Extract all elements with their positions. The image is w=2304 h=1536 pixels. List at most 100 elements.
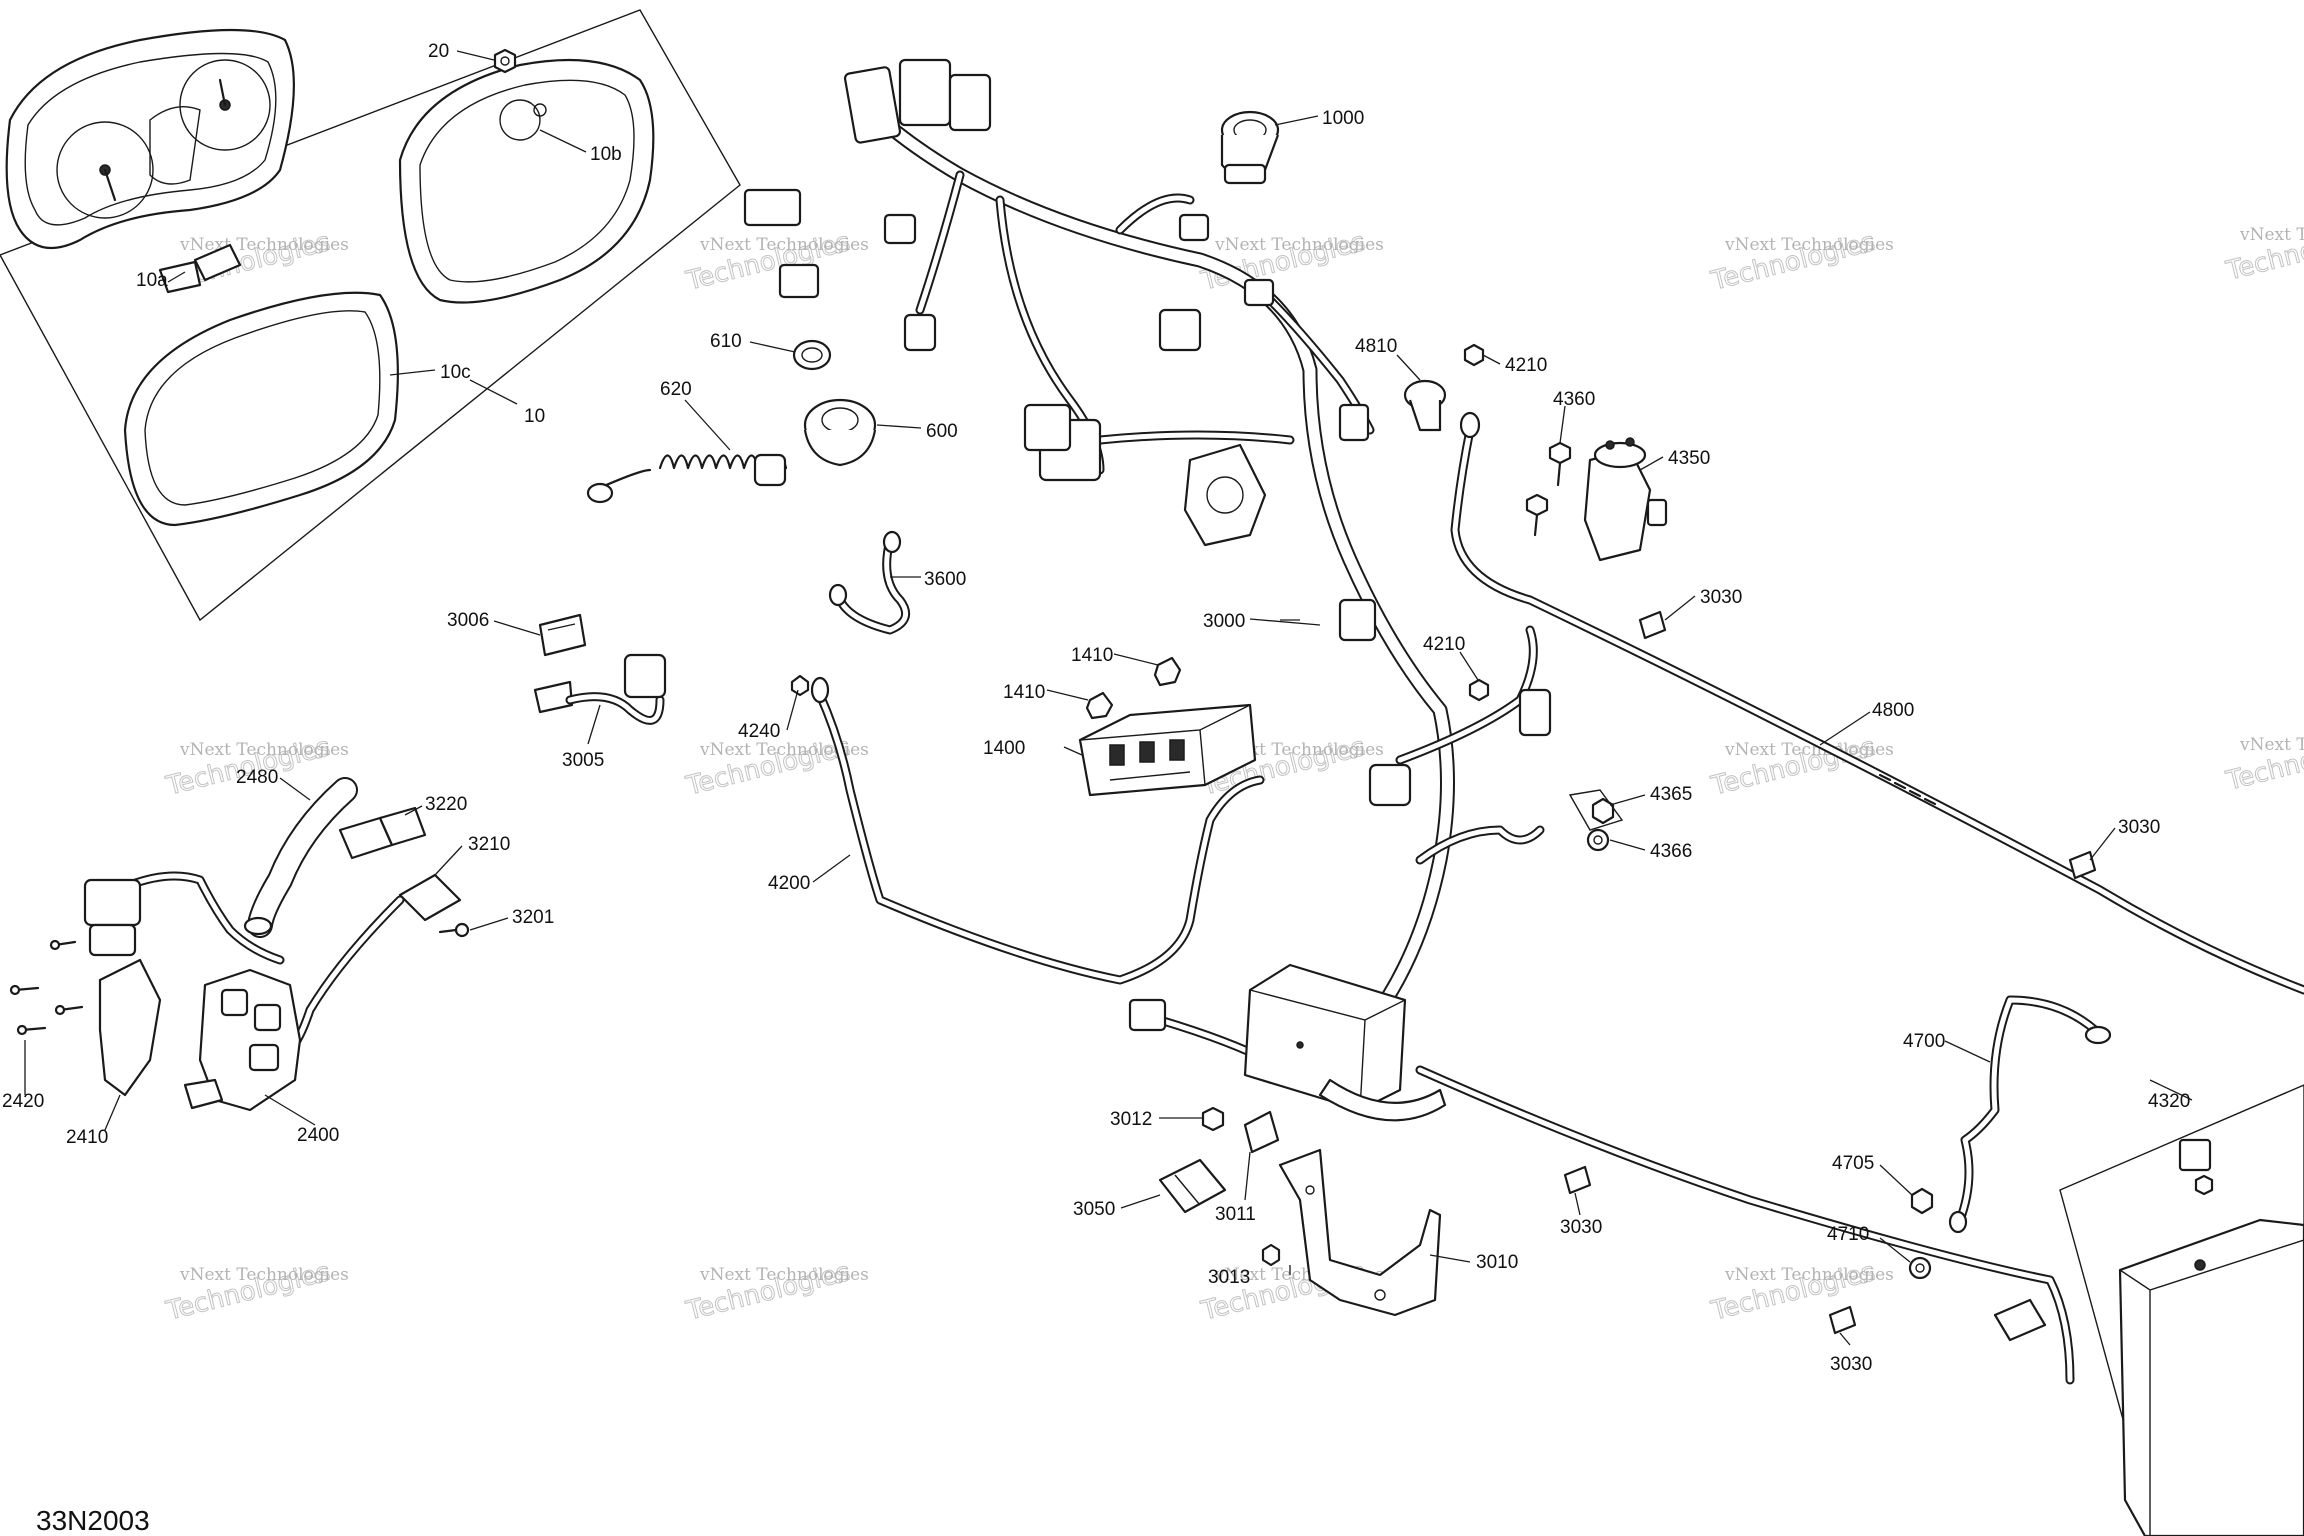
watermark-text: vNext Technologies bbox=[2239, 735, 2304, 755]
lanyard-part bbox=[586, 453, 788, 504]
screw-part bbox=[16, 1024, 47, 1036]
callout-label: 10 bbox=[524, 406, 545, 427]
battery-cable-part bbox=[1450, 411, 2304, 995]
harness-connector bbox=[1023, 403, 1072, 452]
callout-label: 3030 bbox=[1700, 587, 1742, 608]
screw-part bbox=[438, 922, 470, 938]
gauge-group-frame bbox=[0, 9, 741, 622]
harness-connector bbox=[898, 58, 952, 127]
bolt-part bbox=[1548, 441, 1572, 487]
gauge-cluster-group bbox=[0, 9, 741, 622]
main-harness-part bbox=[743, 58, 2075, 1385]
positive-cable-part bbox=[790, 674, 1265, 985]
callout-label: 3006 bbox=[447, 610, 489, 631]
watermark-text: vNext Technologies bbox=[1214, 235, 1384, 255]
watermark-text: vNext Technologies bbox=[699, 235, 869, 255]
lens-part bbox=[123, 291, 399, 527]
bezel-part bbox=[398, 58, 655, 304]
cable-clip-part bbox=[1563, 1165, 1592, 1195]
connector-part bbox=[1993, 1298, 2047, 1342]
callout-label: 4360 bbox=[1553, 389, 1595, 410]
ignition-switch-part bbox=[803, 398, 877, 467]
watermark-text: vNext Technologies bbox=[179, 1265, 349, 1285]
callout-label: 600 bbox=[926, 421, 958, 442]
callout-label: 610 bbox=[710, 331, 742, 352]
ecm-module-part bbox=[1078, 703, 1257, 797]
watermark-text: vNext Technologies bbox=[699, 740, 869, 760]
callout-label: 3600 bbox=[924, 569, 966, 590]
callout-label: 4240 bbox=[738, 721, 780, 742]
gauge-cluster-part bbox=[5, 28, 295, 250]
connector-part bbox=[285, 873, 462, 1055]
harness-connector bbox=[743, 188, 802, 227]
power-outlet-part bbox=[1220, 110, 1280, 185]
cable-clip-part bbox=[2068, 850, 2097, 880]
screw-part bbox=[49, 939, 77, 951]
callout-label: 1400 bbox=[983, 738, 1025, 759]
callout-label: 2420 bbox=[2, 1091, 44, 1112]
callout-label: 4366 bbox=[1650, 841, 1692, 862]
switch-harness-part bbox=[533, 653, 667, 725]
callout-label: 1410 bbox=[1071, 645, 1113, 666]
bulb-socket-part bbox=[158, 243, 242, 294]
callout-label: 3012 bbox=[1110, 1109, 1152, 1130]
cable-clip-part bbox=[1638, 610, 1667, 640]
watermark-text: vNext Technologies bbox=[2239, 225, 2304, 245]
harness-connector bbox=[1128, 998, 1167, 1032]
callout-label: 10c bbox=[440, 362, 471, 383]
callout-label: 3201 bbox=[512, 907, 554, 928]
callout-label: 3013 bbox=[1208, 1267, 1250, 1288]
callout-label: 3030 bbox=[2118, 817, 2160, 838]
star-washer-part bbox=[1908, 1256, 1932, 1280]
ground-cable-part bbox=[828, 530, 911, 635]
callout-label: 1000 bbox=[1322, 108, 1364, 129]
callout-label: 4200 bbox=[768, 873, 810, 894]
screw-part bbox=[9, 984, 40, 996]
callout-label: 3010 bbox=[1476, 1252, 1518, 1273]
watermark-text: vNext Technologies bbox=[179, 740, 349, 760]
screw-part bbox=[54, 1004, 84, 1016]
harness-connector bbox=[1158, 308, 1202, 352]
switch-lower-housing-part bbox=[83, 871, 285, 1097]
terminal-cap-part bbox=[1403, 379, 1447, 432]
harness-connector bbox=[948, 73, 992, 132]
nut-part bbox=[1261, 1243, 1281, 1267]
callout-label: 3000 bbox=[1203, 611, 1245, 632]
callout-label: 20 bbox=[428, 41, 449, 62]
callout-label: 3005 bbox=[562, 750, 604, 771]
callout-label: 4705 bbox=[1832, 1153, 1874, 1174]
callout-label: 4800 bbox=[1872, 700, 1914, 721]
callout-label: 4710 bbox=[1827, 1224, 1869, 1245]
nut-part bbox=[1910, 1187, 1934, 1215]
callout-label: 3220 bbox=[425, 794, 467, 815]
callout-label: 3210 bbox=[468, 834, 510, 855]
watermark-text: vNext Technologies bbox=[1214, 740, 1384, 760]
switch-housing-part bbox=[183, 968, 302, 1112]
nut-part bbox=[1201, 1106, 1225, 1132]
harness-connector bbox=[1518, 688, 1552, 737]
callout-label: 4810 bbox=[1355, 336, 1397, 357]
hose-part bbox=[243, 777, 358, 938]
harness-connector bbox=[903, 313, 937, 352]
mounting-bracket-part bbox=[1278, 1148, 1442, 1317]
nut-part bbox=[1468, 678, 1490, 702]
diagram-code: 33N2003 bbox=[36, 1505, 150, 1536]
harness-connector bbox=[1178, 213, 1210, 242]
harness-connector bbox=[1338, 403, 1370, 442]
rocker-switch-part bbox=[538, 613, 587, 657]
small-bracket-part bbox=[1243, 1110, 1280, 1154]
callout-label: 3050 bbox=[1073, 1199, 1115, 1220]
callout-label: 4210 bbox=[1505, 355, 1547, 376]
harness-connector bbox=[778, 263, 820, 299]
callout-label: 620 bbox=[660, 379, 692, 400]
harness-connector bbox=[1368, 763, 1412, 807]
nut-part bbox=[1568, 789, 1624, 831]
nut-part bbox=[1463, 343, 1485, 367]
callout-label: 4365 bbox=[1650, 784, 1692, 805]
callout-label: 10b bbox=[590, 144, 622, 165]
callout-label: 3030 bbox=[1830, 1354, 1872, 1375]
callout-label: 10a bbox=[136, 270, 168, 291]
grommet-part bbox=[1085, 691, 1114, 720]
washer-part bbox=[1586, 828, 1610, 852]
